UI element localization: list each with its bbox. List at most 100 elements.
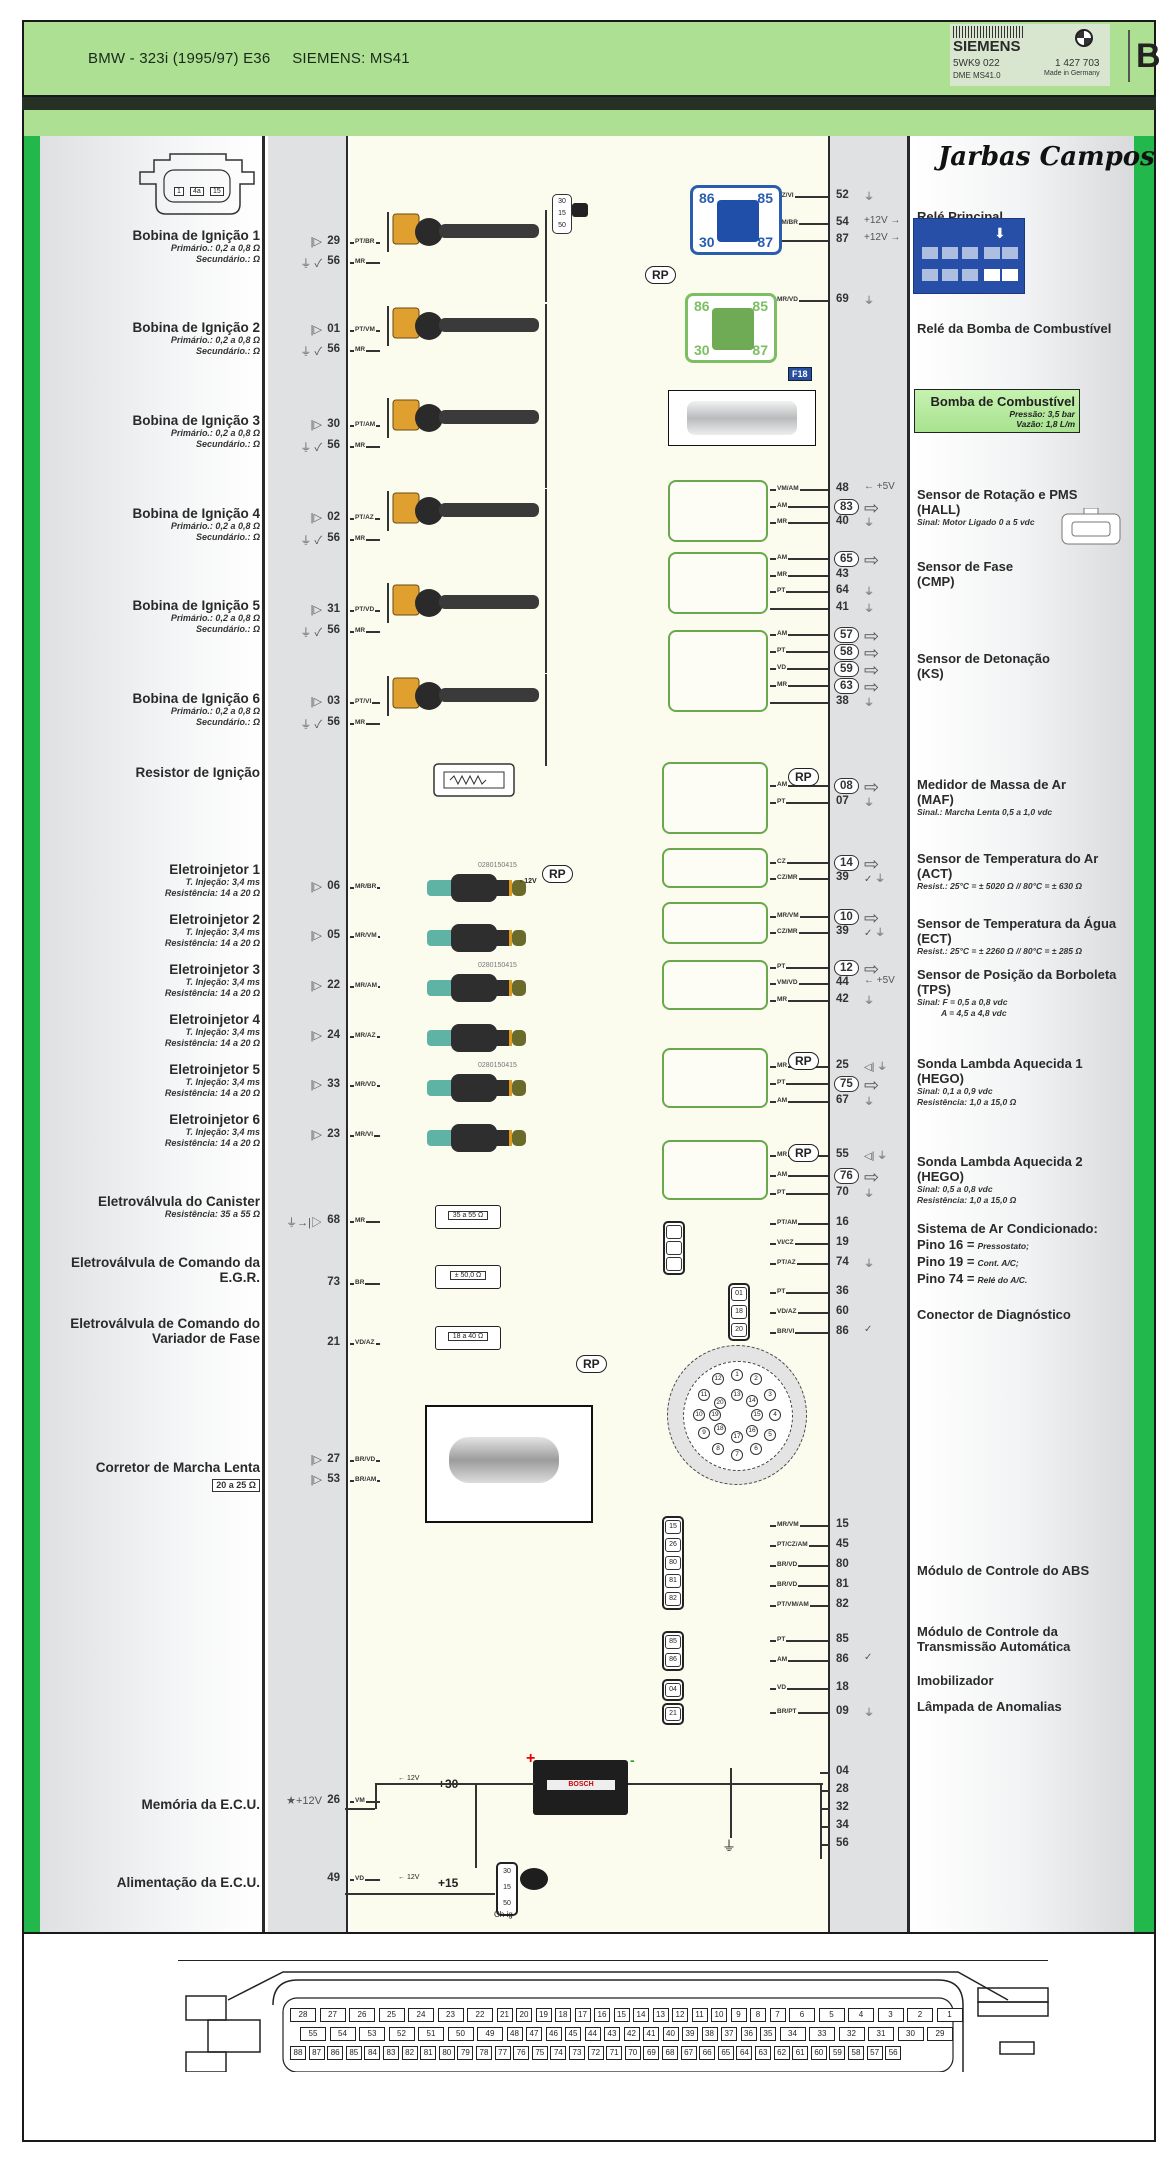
wire-color-code: PT/VM/AM [776,1601,810,1608]
ecu-connector-pin: 49 [477,2027,503,2041]
ecu-connector-pin: 38 [701,2027,718,2041]
ecu-pin-number: 59 [834,661,859,677]
wire-30-v [375,1783,377,1809]
component-title: Bobina de Ignição 2 [132,320,260,335]
ecu-connector-pin: 73 [569,2046,585,2060]
ecu-connector-pin: 60 [810,2046,827,2060]
component-spec: Resistência: 1,0 a 15,0 Ω [917,1096,1017,1107]
component-title: Medidor de Massa de Ar [917,777,1067,792]
rp-badge-lambda-1: RP [788,1052,819,1070]
ecu-brand: SIEMENS [953,38,1021,55]
ecu-pin-number: 19 [836,1236,849,1248]
ecu-pin-number: 55 [836,1148,849,1160]
ecu-pin-number: 03 [327,695,340,707]
battery-brand: BOSCH [547,1780,615,1790]
coil-supply-wire [545,581,547,673]
injector-part-number: 0280150415 [478,962,517,969]
component-acronym: (MAF) [917,791,954,807]
pin-wire [770,1000,828,1002]
ecu-connector-pin: 26 [349,2008,375,2022]
ecu-pin-number: 42 [836,993,849,1005]
ignition-key-icon [572,203,588,217]
pin-wire [770,1292,828,1294]
ac-pin-note: Pino 19 =Cont. A/C; [917,1253,1019,1269]
ac-pin-note: Pino 74 =Relé do A/C. [917,1270,1028,1286]
ecu-connector-pin: 80 [438,2046,455,2060]
wire-color-code: BR/VD [776,1581,799,1588]
ecu-connector-pin: 43 [604,2027,620,2041]
ecu-connector-pin: 3 [877,2008,904,2022]
ecu-connector-pin: 42 [623,2027,640,2041]
supply-arrow-icon: +12V → [864,215,901,226]
relay-pin-87: 87 [757,234,773,250]
pin-wire [770,1101,828,1103]
wire-color-code: MR [776,996,789,1003]
ecu-connector-pin: 32 [838,2027,865,2041]
fuel-pump-label-box: Bomba de Combustível Pressão: 3,5 bar Va… [914,389,1080,433]
right-component-label: Sistema de Ar Condicionado:Pino 16 =Pres… [917,1221,1098,1288]
ground-pin-number: 56 [836,1837,849,1849]
right-component-label: Lâmpada de Anomalias [917,1699,1062,1715]
ecu-pin-number: 58 [834,644,859,660]
diagnostic-pin: 9 [698,1427,710,1439]
ecu-connector-pin: 76 [513,2046,530,2060]
knock-sensor-drawing [668,630,768,712]
ecu-connector-pin: 8 [750,2008,766,2022]
ecu-pin-number: 02 [327,511,340,523]
component-spec: Sinal: 0,1 a 0,9 vdc [917,1086,993,1096]
ecu-pin-number: 09 [836,1705,849,1717]
component-spec: Resistência: 14 a 20 Ω [164,1137,260,1148]
component-title: Bobina de Ignição 4 [132,506,260,521]
ecu-connector-pin: 13 [652,2008,669,2022]
ecu-connector-pin: 24 [408,2008,434,2022]
component-spec: Resistência: 35 a 55 Ω [164,1209,260,1219]
ecu-connector-pin: 71 [606,2046,623,2060]
ecu-connector-pin: 9 [730,2008,747,2022]
module-connector-pin: 82 [665,1592,681,1606]
ecu-pin-number: 14 [834,855,859,871]
coolant-temp-sensor-drawing [662,902,768,944]
component-spec: Primário.: 0,2 a 0,8 Ω [170,335,260,345]
component-spec: Resistência: 14 a 20 Ω [164,987,260,998]
ecu-pin-number: 12 [834,960,859,976]
component-spec: A = 4,5 a 4,8 vdc [941,1007,1007,1018]
ecu-pin-number: 24 [327,1029,340,1041]
ecu-connector-pin: 41 [643,2027,659,2041]
valve-resistance-box: ± 50,0 Ω [435,1265,501,1289]
module-connector-pin: 80 [665,1556,681,1570]
wire-color-code: PT/AM [354,421,377,428]
module-connector-pin: 20 [731,1323,747,1337]
relay-pin-86: 86 [694,298,710,314]
coil-supply-wire [545,674,547,766]
fuel-pump-pressure: Pressão: 3,5 bar [1009,409,1075,419]
rp-badge-lambda-2: RP [788,1144,819,1162]
ecu-connector-pin: 37 [721,2027,737,2041]
wire-color-code: MR [354,627,367,634]
ac-connector [663,1221,685,1275]
ecu-pin-number: 05 [327,929,340,941]
right-component-label: Sensor de Rotação e PMS(HALL)Sinal: Moto… [917,487,1077,528]
ground-symbol-icon: ⏚ [864,1708,874,1719]
component-title: Corretor de Marcha Lenta [95,1460,260,1475]
ground-symbol-icon: ◁| ⏚ [864,1151,888,1162]
arrow-down-icon: ⬇ [994,225,1006,241]
relay-body-icon [712,308,754,350]
ecu-pin-number: 56 [327,624,340,636]
ground-pin-wire [820,1772,830,1774]
ground-pin-wire [820,1790,830,1792]
component-title: Eletroinjetor 2 [169,912,260,927]
ecu-pin-number: 60 [836,1305,849,1317]
ecu-pin-number: 30 [327,418,340,430]
component-title: Conector de Diagnóstico [917,1307,1071,1322]
wire-color-code: MR [354,346,367,353]
ground-symbol-icon: ✓ ⏚ [864,928,886,939]
diagnostic-pin: 8 [712,1443,724,1455]
left-pin-column [268,136,348,1934]
ignition-coil-icon [387,583,539,623]
wire-color-code: MR [776,1151,789,1158]
wire-color-code: VD [776,1684,788,1691]
